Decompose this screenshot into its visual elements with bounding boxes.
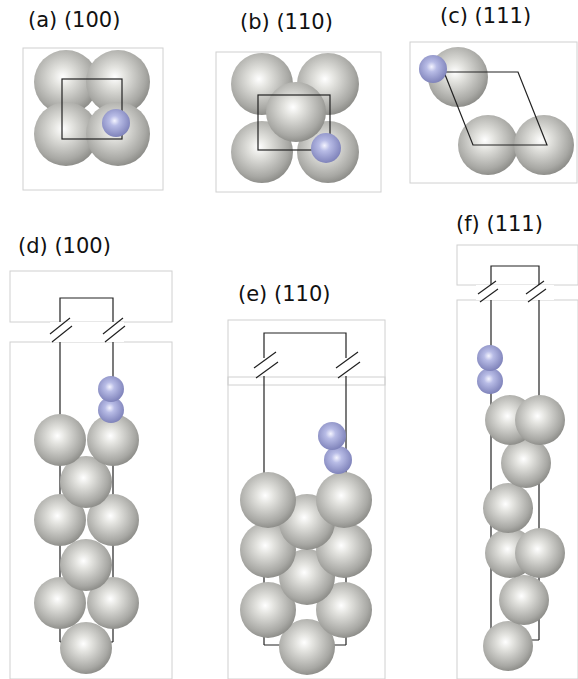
side-view-110 bbox=[228, 320, 385, 679]
top-view-111 bbox=[410, 42, 577, 183]
side-view-111 bbox=[457, 245, 578, 679]
panel-label: (a) (100) bbox=[28, 10, 120, 31]
top-view-110 bbox=[216, 52, 381, 192]
panel-label: (b) (110) bbox=[240, 12, 333, 33]
panel-label: (f) (111) bbox=[456, 214, 543, 235]
top-view-100 bbox=[23, 48, 163, 190]
side-view-100 bbox=[10, 271, 172, 679]
panel-label: (d) (100) bbox=[18, 236, 111, 257]
panel-label: (c) (111) bbox=[440, 6, 531, 27]
panel-label: (e) (110) bbox=[238, 284, 330, 305]
